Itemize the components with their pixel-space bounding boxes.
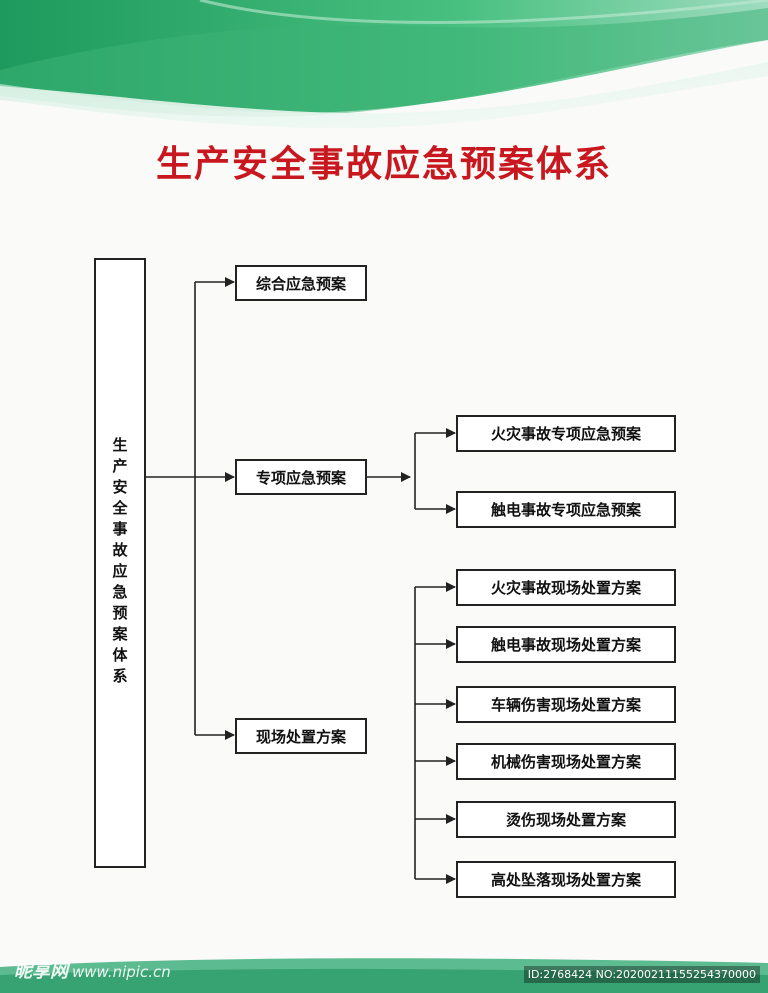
node-label: 车辆伤害现场处置方案	[490, 696, 641, 714]
watermark-brand-name: 昵享网	[14, 961, 68, 982]
node-machinery-onsite-plan: 机械伤害现场处置方案	[456, 743, 676, 780]
node-label: 高处坠落现场处置方案	[490, 871, 641, 889]
node-label: 火灾事故专项应急预案	[490, 425, 641, 443]
footer-wave-band	[0, 958, 768, 993]
node-label: 触电事故现场处置方案	[490, 636, 641, 654]
node-fall-onsite-plan: 高处坠落现场处置方案	[456, 861, 676, 898]
node-label: 烫伤现场处置方案	[505, 811, 626, 829]
node-scald-onsite-plan: 烫伤现场处置方案	[456, 801, 676, 838]
node-label: 综合应急预案	[255, 274, 346, 293]
node-electric-special-plan: 触电事故专项应急预案	[456, 491, 676, 528]
node-label: 现场处置方案	[255, 727, 346, 746]
node-onsite-plan: 现场处置方案	[235, 718, 367, 754]
node-label: 触电事故专项应急预案	[490, 501, 641, 519]
top-wave-banner	[0, 0, 768, 130]
root-node: 生产安全事故应急预案体系	[94, 258, 146, 868]
node-comprehensive-plan: 综合应急预案	[235, 265, 367, 301]
node-vehicle-onsite-plan: 车辆伤害现场处置方案	[456, 686, 676, 723]
node-label: 机械伤害现场处置方案	[490, 753, 641, 771]
node-electric-onsite-plan: 触电事故现场处置方案	[456, 626, 676, 663]
page-title: 生产安全事故应急预案体系	[155, 144, 612, 185]
root-node-label: 生产安全事故应急预案体系	[110, 437, 129, 689]
node-label: 专项应急预案	[255, 468, 346, 487]
node-fire-onsite-plan: 火灾事故现场处置方案	[456, 569, 676, 606]
node-special-plan: 专项应急预案	[235, 459, 367, 495]
node-fire-special-plan: 火灾事故专项应急预案	[456, 415, 676, 452]
watermark-id: ID:2768424 NO:20200211155254370000	[523, 966, 760, 983]
node-label: 火灾事故现场处置方案	[490, 579, 641, 597]
watermark-site: www.nipic.cn	[72, 963, 171, 981]
